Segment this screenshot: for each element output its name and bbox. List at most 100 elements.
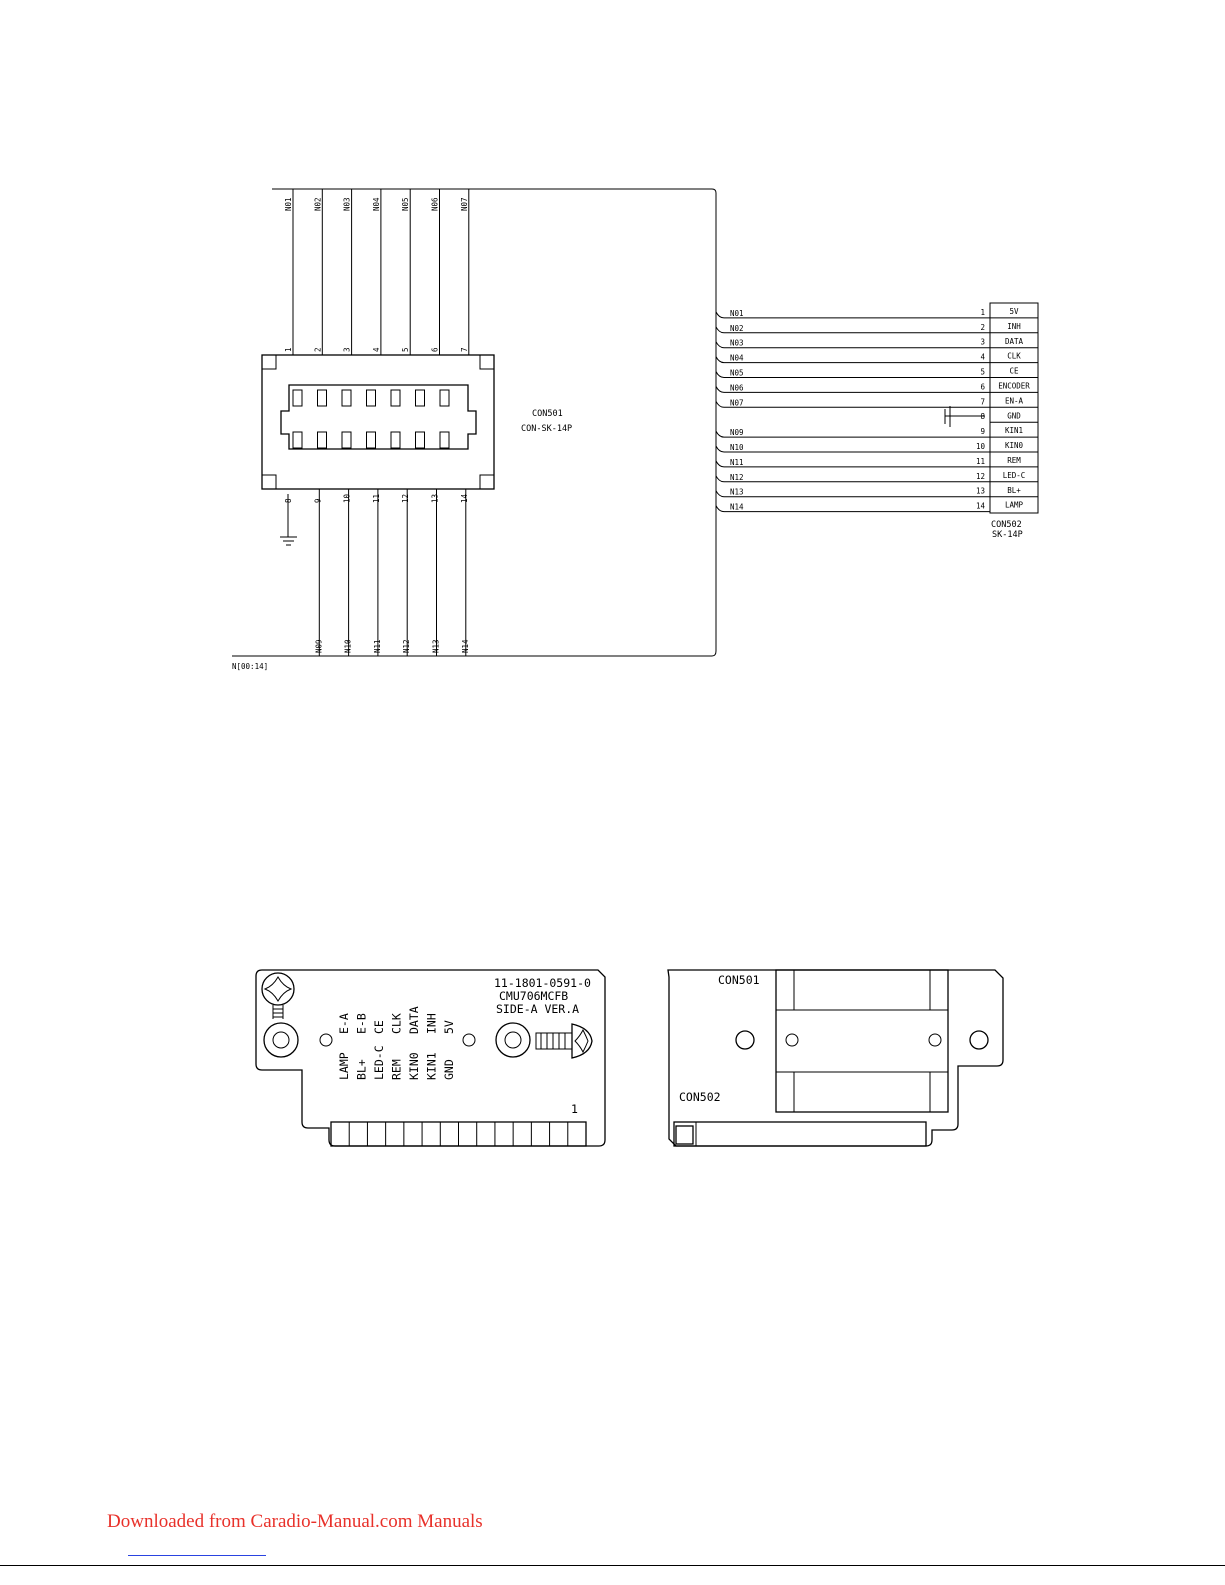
con502-pin-number: 14 — [976, 502, 986, 511]
con501-slot — [341, 389, 352, 407]
con502-part: SK-14P — [992, 530, 1023, 540]
pcb-lower-label: BL+ — [355, 1059, 369, 1080]
con502-pin-number: 9 — [980, 427, 985, 436]
bottom-pin-number: 13 — [431, 494, 440, 503]
con502-wire — [715, 311, 990, 319]
small-hole-icon — [928, 1033, 942, 1047]
con502-box — [989, 302, 1039, 514]
pcb-a-outline — [255, 969, 606, 1147]
con502-pin-number: 8 — [980, 412, 985, 421]
con502-net-label: N06 — [730, 383, 744, 392]
top-net-label: N03 — [343, 197, 352, 211]
con502-signal-label: DATA — [1005, 337, 1024, 346]
con501-silkscreen: CON501 — [718, 973, 760, 987]
board-model: CMU706MCFB — [499, 989, 568, 1003]
pcb-lower-label: KIN1 — [425, 1052, 439, 1080]
con502-net-label: N04 — [730, 354, 744, 363]
con502-net-label: N05 — [730, 369, 744, 378]
pcb-upper-label: INH — [425, 1013, 439, 1034]
con502-signal-label: CE — [1009, 367, 1019, 376]
con501-slot — [292, 431, 303, 449]
con502-net-label: N02 — [730, 324, 744, 333]
con502-net-label: N14 — [730, 503, 744, 512]
con502-signal-label: REM — [1007, 456, 1021, 465]
pcb-lower-label: REM — [390, 1059, 404, 1080]
pcb-upper-label: 5V — [442, 1020, 456, 1034]
pcb-upper-label: E-A — [337, 1013, 351, 1034]
con501-body: CON501 CON-SK-14P — [261, 354, 572, 490]
pcb-upper-label: CE — [372, 1020, 386, 1034]
top-pin-number: 5 — [401, 347, 410, 352]
con502-wire — [715, 326, 990, 334]
con502-net-label: N13 — [730, 488, 744, 497]
bottom-pin-number: 12 — [401, 494, 410, 503]
con501-slot — [292, 389, 303, 407]
con501-slot — [366, 389, 376, 407]
bottom-pin-number: 10 — [343, 493, 352, 503]
gnd-cap-symbol — [944, 406, 985, 427]
mount-hole-icon — [495, 1022, 531, 1058]
top-net-label: N06 — [431, 197, 440, 211]
con501-slot — [439, 389, 450, 407]
con502-signal-label: EN-A — [1005, 396, 1024, 405]
con501-slot — [341, 431, 352, 449]
bottom-net-label: N14 — [461, 639, 470, 653]
con502-pin-number: 1 — [980, 308, 985, 317]
top-net-label: N05 — [401, 197, 410, 211]
con502-signal-label: BL+ — [1007, 486, 1021, 495]
con501-slot — [439, 431, 450, 449]
pin1-mark: 1 — [571, 1102, 578, 1116]
con502-net-label: N09 — [730, 428, 744, 437]
top-pin-number: 7 — [460, 347, 469, 352]
con502-net-label: N07 — [730, 398, 744, 407]
footer-download-link[interactable]: Downloaded from Caradio-Manual.com Manua… — [107, 1511, 483, 1532]
con502-ref: CON502 — [991, 520, 1022, 530]
con502-wire — [715, 505, 990, 513]
bottom-pin-number: 11 — [372, 494, 381, 503]
con502-wire — [715, 430, 990, 438]
small-hole-icon — [319, 1033, 333, 1047]
top-pin-number: 6 — [431, 347, 440, 352]
pcb-upper-label: E-B — [355, 1013, 369, 1034]
con501-slot — [317, 431, 327, 449]
con502-wire — [715, 356, 990, 364]
con502-pin-number: 11 — [976, 457, 985, 466]
screw-head-icon — [261, 972, 295, 1019]
con502-net-label: N12 — [730, 473, 744, 482]
small-hole-icon — [785, 1033, 799, 1047]
con501-slot — [390, 431, 401, 449]
top-pin-number: 2 — [313, 347, 322, 352]
con502-net-label: N03 — [730, 339, 744, 348]
footer-underline — [128, 1555, 266, 1556]
footer-rule — [0, 1565, 1225, 1566]
con501-footprint — [775, 969, 949, 1113]
con501-ref: CON501 — [532, 409, 563, 419]
pcb-lower-label: LAMP — [337, 1052, 351, 1080]
top-pin-number: 4 — [372, 347, 381, 352]
con502-signal-label: ENCODER — [998, 382, 1030, 391]
con502-signal-label: INH — [1007, 322, 1021, 331]
con502-wire — [715, 445, 990, 453]
con502-net-label: N11 — [730, 458, 744, 467]
bottom-pin-number: 9 — [313, 498, 322, 503]
con502-pin-number: 3 — [980, 338, 985, 347]
bottom-net-label: N13 — [432, 639, 441, 653]
bottom-net-label: N11 — [373, 639, 382, 653]
con502-footprint — [673, 1121, 927, 1147]
mount-hole-icon — [263, 1022, 299, 1058]
con502-silkscreen: CON502 — [679, 1090, 721, 1104]
con502-pin-number: 7 — [980, 397, 985, 406]
con501-slot — [317, 389, 327, 407]
con502-net-label: N01 — [730, 309, 744, 318]
pcb-lower-label: GND — [442, 1059, 456, 1080]
bottom-net-label: N09 — [314, 639, 323, 653]
pcb-side-a: 11-1801-0591-0 CMU706MCFB SIDE-A VER.A E… — [255, 969, 606, 1147]
board-part-number: 11-1801-0591-0 — [494, 976, 591, 990]
top-net-label: N01 — [284, 197, 293, 211]
con502-pin-number: 12 — [976, 472, 985, 481]
bus-line — [232, 188, 717, 657]
small-hole-icon — [462, 1033, 476, 1047]
con502-signal-label: GND — [1007, 411, 1021, 420]
con502-wire — [715, 475, 990, 483]
